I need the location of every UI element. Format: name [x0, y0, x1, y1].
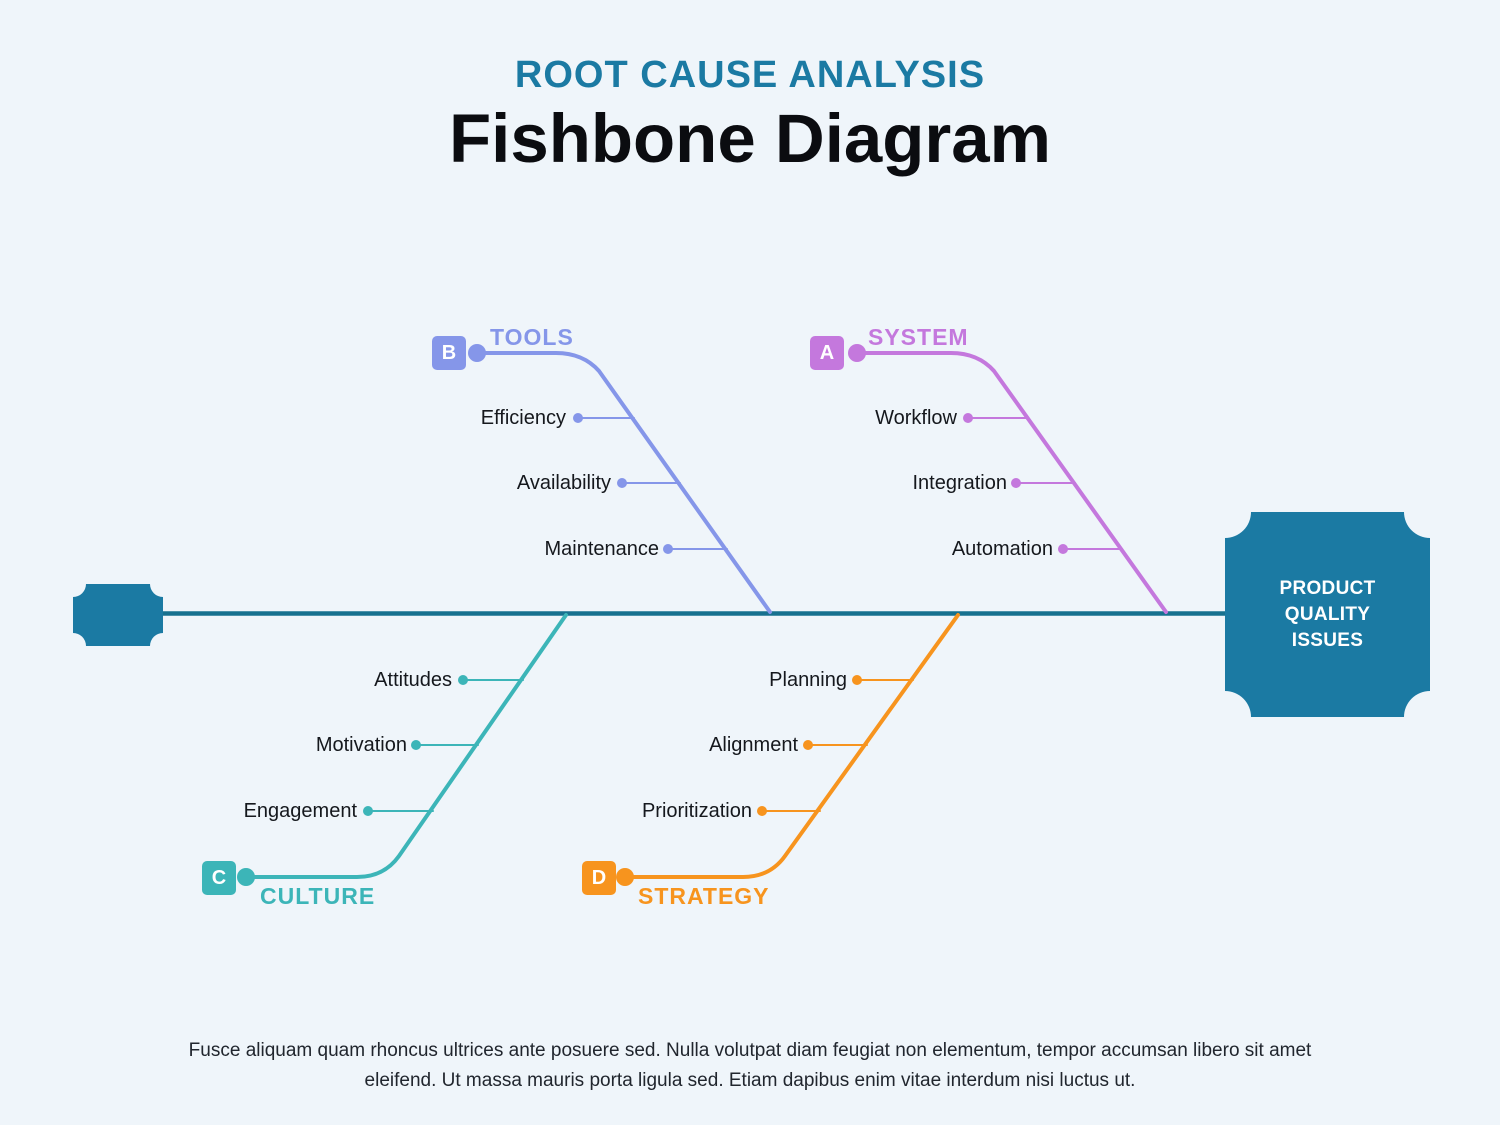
- cause-dot-prioritization: [757, 806, 767, 816]
- branch-dot-strategy: [616, 868, 634, 886]
- branch-badge-system: A: [810, 336, 844, 370]
- cause-label-availability: Availability: [516, 472, 611, 494]
- cause-dot-maintenance: [663, 544, 673, 554]
- diagram-subtitle: ROOT CAUSE ANALYSIS: [514, 54, 986, 96]
- branch-label-tools: TOOLS: [490, 324, 574, 350]
- branch-dot-culture: [237, 868, 255, 886]
- cause-label-planning: Planning: [769, 669, 847, 691]
- cause-label-alignment: Alignment: [709, 734, 798, 756]
- cause-dot-motivation: [411, 740, 421, 750]
- branch-badge-culture: C: [202, 861, 236, 895]
- branch-dot-tools: [468, 344, 486, 362]
- cause-label-integration: Integration: [912, 472, 1007, 494]
- effect-node: PRODUCT QUALITY ISSUES: [1225, 512, 1430, 717]
- cause-dot-alignment: [803, 740, 813, 750]
- branch-line-system: [855, 351, 1168, 614]
- cause-dot-availability: [617, 478, 627, 488]
- fish-head-shape: [1225, 512, 1430, 717]
- cause-dot-efficiency: [573, 413, 583, 423]
- cause-label-prioritization: Prioritization: [641, 800, 752, 822]
- footer: Fusce aliquam quam rhoncus ultrices ante…: [0, 1036, 1500, 1096]
- cause-dot-integration: [1011, 478, 1021, 488]
- cause-dot-engagement: [363, 806, 373, 816]
- cause-dot-automation: [1058, 544, 1068, 554]
- cause-label-workflow: Workflow: [875, 407, 957, 429]
- page-title: Fishbone Diagram: [449, 100, 1051, 177]
- cause-dot-planning: [852, 675, 862, 685]
- cause-dot-attitudes: [458, 675, 468, 685]
- branch-label-system: SYSTEM: [868, 324, 969, 350]
- branch-dot-system: [848, 344, 866, 362]
- branch-line-strategy: [623, 613, 960, 879]
- cause-label-motivation: Motivation: [315, 734, 407, 756]
- branch-label-culture: CULTURE: [260, 883, 376, 909]
- branch-line-tools: [475, 351, 772, 614]
- branch-label-strategy: STRATEGY: [638, 883, 770, 909]
- footer-text: Fusce aliquam quam rhoncus ultrices ante…: [188, 1040, 1312, 1091]
- cause-label-efficiency: Efficiency: [480, 407, 566, 429]
- cause-label-maintenance: Maintenance: [544, 538, 659, 560]
- cause-label-engagement: Engagement: [243, 800, 357, 822]
- branch-badge-tools: B: [432, 336, 466, 370]
- cause-dot-workflow: [963, 413, 973, 423]
- cause-label-automation: Automation: [951, 538, 1053, 560]
- cause-label-attitudes: Attitudes: [374, 669, 452, 691]
- fish-tail-shape: [73, 584, 163, 646]
- branch-badge-strategy: D: [582, 861, 616, 895]
- branch-line-culture: [244, 613, 568, 879]
- effect-label: PRODUCT QUALITY ISSUES: [1279, 577, 1376, 651]
